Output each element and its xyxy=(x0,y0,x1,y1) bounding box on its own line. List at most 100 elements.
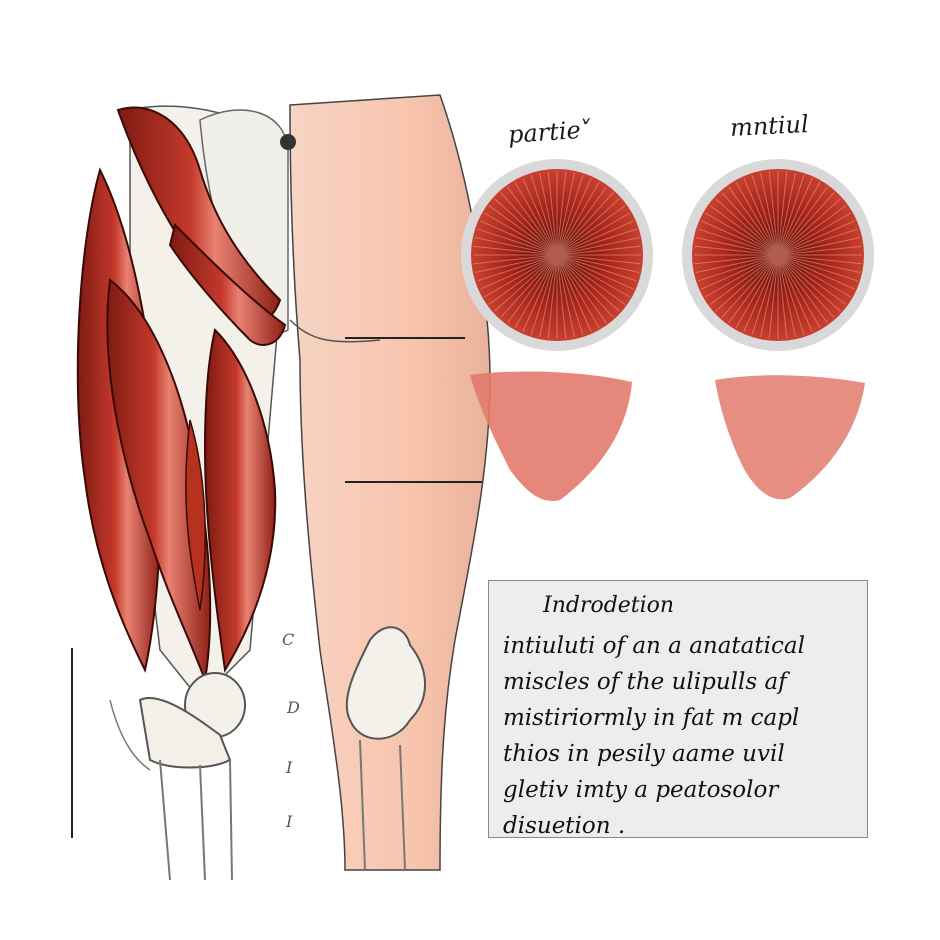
muscle-leg-drawing xyxy=(76,105,289,881)
muscle-fiber-line xyxy=(777,186,828,256)
muscle-fiber-line xyxy=(735,254,779,328)
muscle-fiber-line xyxy=(556,254,600,328)
muscle-fiber-line xyxy=(473,254,558,265)
muscle-fiber-line xyxy=(556,254,626,305)
muscle-fiber-line xyxy=(556,254,634,290)
tick-mark: I xyxy=(286,812,293,831)
muscle-fiber-line xyxy=(777,182,821,256)
muscle-fiber-line xyxy=(556,254,640,273)
muscle-fiber-line xyxy=(777,205,847,256)
muscle-fiber-line xyxy=(476,254,558,282)
muscle-fiber-line xyxy=(480,220,558,256)
muscle-fiber-line xyxy=(480,254,558,290)
skin-shin-bones xyxy=(359,739,406,871)
muscle-fiber-line xyxy=(556,254,630,298)
muscle-fiber-line xyxy=(777,254,813,332)
muscle-fiber-line xyxy=(556,205,626,256)
muscle-fiber-line xyxy=(728,186,779,256)
muscle-fiber-line xyxy=(777,245,862,256)
muscle-fiber-line xyxy=(777,192,835,256)
muscle-fiber-line xyxy=(777,220,855,256)
color-swatch-left xyxy=(470,371,632,501)
adductor-muscle xyxy=(185,419,206,611)
muscle-fiber-line xyxy=(743,178,779,256)
muscle-fiber-line xyxy=(777,254,855,290)
muscle-fiber-line xyxy=(694,245,779,256)
shin-bones xyxy=(159,759,233,881)
muscle-fiber-line xyxy=(556,178,592,256)
vastus-medialis-muscle xyxy=(203,328,277,673)
note-title: Indrodetion xyxy=(543,593,675,618)
muscle-fiber-line xyxy=(494,254,558,312)
muscle-fiber-line xyxy=(777,254,862,265)
muscle-fiber-line xyxy=(522,254,558,332)
muscle-disc-right xyxy=(682,159,874,351)
muscle-fiber-line xyxy=(735,182,779,256)
muscle-fiber-line xyxy=(777,254,859,282)
muscle-fiber-line xyxy=(777,171,788,256)
muscle-fiber-line xyxy=(777,254,821,328)
sartorius-muscle xyxy=(168,223,287,346)
muscle-fiber-line xyxy=(556,228,638,256)
muscle-fiber-line xyxy=(777,254,835,318)
muscle-fiber-line xyxy=(474,254,558,273)
muscle-fiber-line xyxy=(556,254,614,318)
muscle-fiber-line xyxy=(556,186,607,256)
muscle-fiber-line xyxy=(484,254,558,298)
muscle-fiber-line xyxy=(556,237,640,256)
muscle-fiber-line xyxy=(695,237,779,256)
note-line: miscles of the ulipulls af xyxy=(503,669,787,695)
muscle-fiber-line xyxy=(556,254,567,339)
introduction-note-box: Indrodetion intiuluti of an a anatatical… xyxy=(488,580,868,839)
circle-label-right: mntiul xyxy=(729,109,810,143)
muscle-fiber-line xyxy=(777,254,796,338)
note-line: gletiv imty a peatosolor xyxy=(503,777,779,803)
muscle-fiber-line xyxy=(556,254,641,265)
note-line: disuetion . xyxy=(503,813,626,839)
muscle-fiber-line xyxy=(751,254,779,336)
muscle-fiber-line xyxy=(507,254,558,324)
muscle-fiber-line xyxy=(500,254,558,318)
muscle-fiber-line xyxy=(777,174,805,256)
muscle-fiber-line xyxy=(488,254,558,305)
muscle-fiber-line xyxy=(709,205,779,256)
note-line: thios in pesily aame uvil xyxy=(503,741,785,767)
muscle-fiber-line xyxy=(743,254,779,332)
muscle-fiber-line xyxy=(547,254,558,339)
muscle-fiber-line xyxy=(777,254,805,336)
muscle-fiber-line xyxy=(547,171,558,256)
muscle-fiber-line xyxy=(777,254,828,324)
circle-label-left: partie˅ xyxy=(507,115,594,149)
muscle-fiber-line xyxy=(777,254,841,312)
muscle-fiber-line xyxy=(556,220,634,256)
muscle-fiber-line xyxy=(760,254,779,338)
muscle-fiber-line xyxy=(556,182,600,256)
muscle-fiber-line xyxy=(556,192,614,256)
muscle-fiber-line xyxy=(556,172,575,256)
muscle-fiber-line xyxy=(777,254,861,273)
muscle-fiber-line xyxy=(695,254,779,273)
skin-leg-drawing xyxy=(280,94,491,871)
muscle-fiber-line xyxy=(556,254,638,282)
skin-knee-bones xyxy=(345,626,426,740)
skin-crotch-fold xyxy=(289,319,381,343)
muscle-fiber-line xyxy=(705,254,779,298)
muscle-fiber-line xyxy=(777,254,851,298)
muscle-fiber-line xyxy=(721,192,779,256)
tick-mark: I xyxy=(286,758,293,777)
muscle-disc-left xyxy=(461,159,653,351)
muscle-fiber-line xyxy=(777,178,813,256)
note-line: intiuluti of an a anatatical xyxy=(503,633,805,659)
muscle-fiber-line xyxy=(556,198,620,256)
muscle-fiber-line xyxy=(556,254,575,338)
muscle-fiber-line xyxy=(768,171,779,256)
muscle-fiber-line xyxy=(768,254,779,339)
muscle-fiber-line xyxy=(701,220,779,256)
muscle-fiber-line xyxy=(514,182,558,256)
muscle-fiber-line xyxy=(556,171,567,256)
muscle-fiber-line xyxy=(701,254,779,290)
muscle-fiber-line xyxy=(539,254,558,338)
muscle-fiber-line xyxy=(715,198,779,256)
muscle-fiber-line xyxy=(760,172,779,256)
